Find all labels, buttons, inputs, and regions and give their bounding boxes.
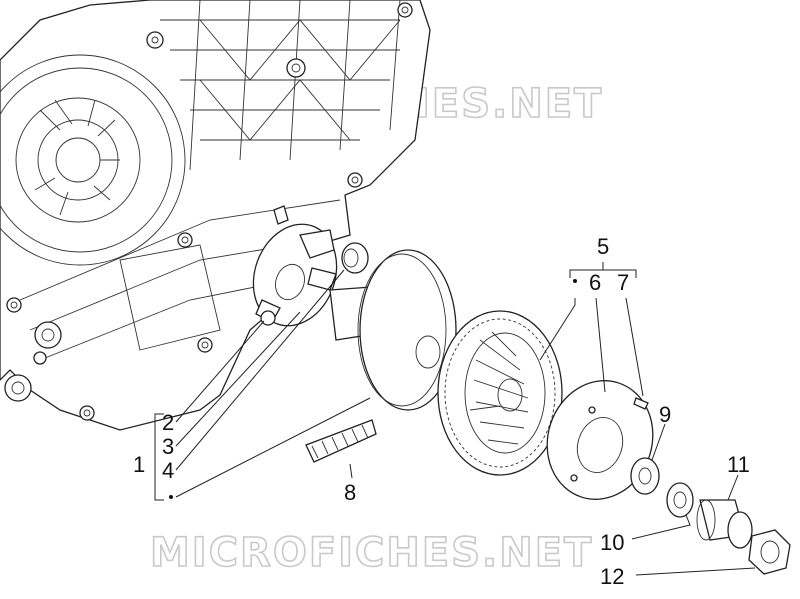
part-variator-pulley	[329, 249, 457, 411]
part-cam-plate	[252, 205, 338, 327]
part-washer	[630, 457, 660, 495]
callout-9: 9	[659, 402, 671, 427]
callout-3: 3	[162, 434, 174, 459]
watermark-bottom: MICROFICHES.NET	[150, 530, 593, 576]
part-spacer	[666, 482, 694, 518]
callout-4: 4	[162, 458, 174, 483]
callout-2: 2	[162, 410, 174, 435]
part-nut	[748, 529, 791, 575]
callout-5: 5	[597, 234, 609, 259]
callout-labels: 1 2 3 4 5 6 7 8 9 10 11 12	[133, 234, 750, 589]
callout-11: 11	[727, 452, 750, 477]
part-fan-drive-face	[437, 310, 563, 476]
callout-12: 12	[600, 564, 624, 589]
callout-8: 8	[344, 480, 356, 505]
part-screw	[633, 397, 649, 410]
leader-lines	[154, 262, 756, 576]
part-bushing	[696, 499, 753, 549]
part-spring	[305, 419, 377, 463]
part-roller-bushing	[341, 242, 369, 274]
callout-1: 1	[133, 452, 145, 477]
callout-10: 10	[600, 530, 624, 555]
part-cover-plate	[546, 380, 654, 500]
callout-6: 6	[589, 270, 601, 295]
callout-7: 7	[617, 270, 629, 295]
